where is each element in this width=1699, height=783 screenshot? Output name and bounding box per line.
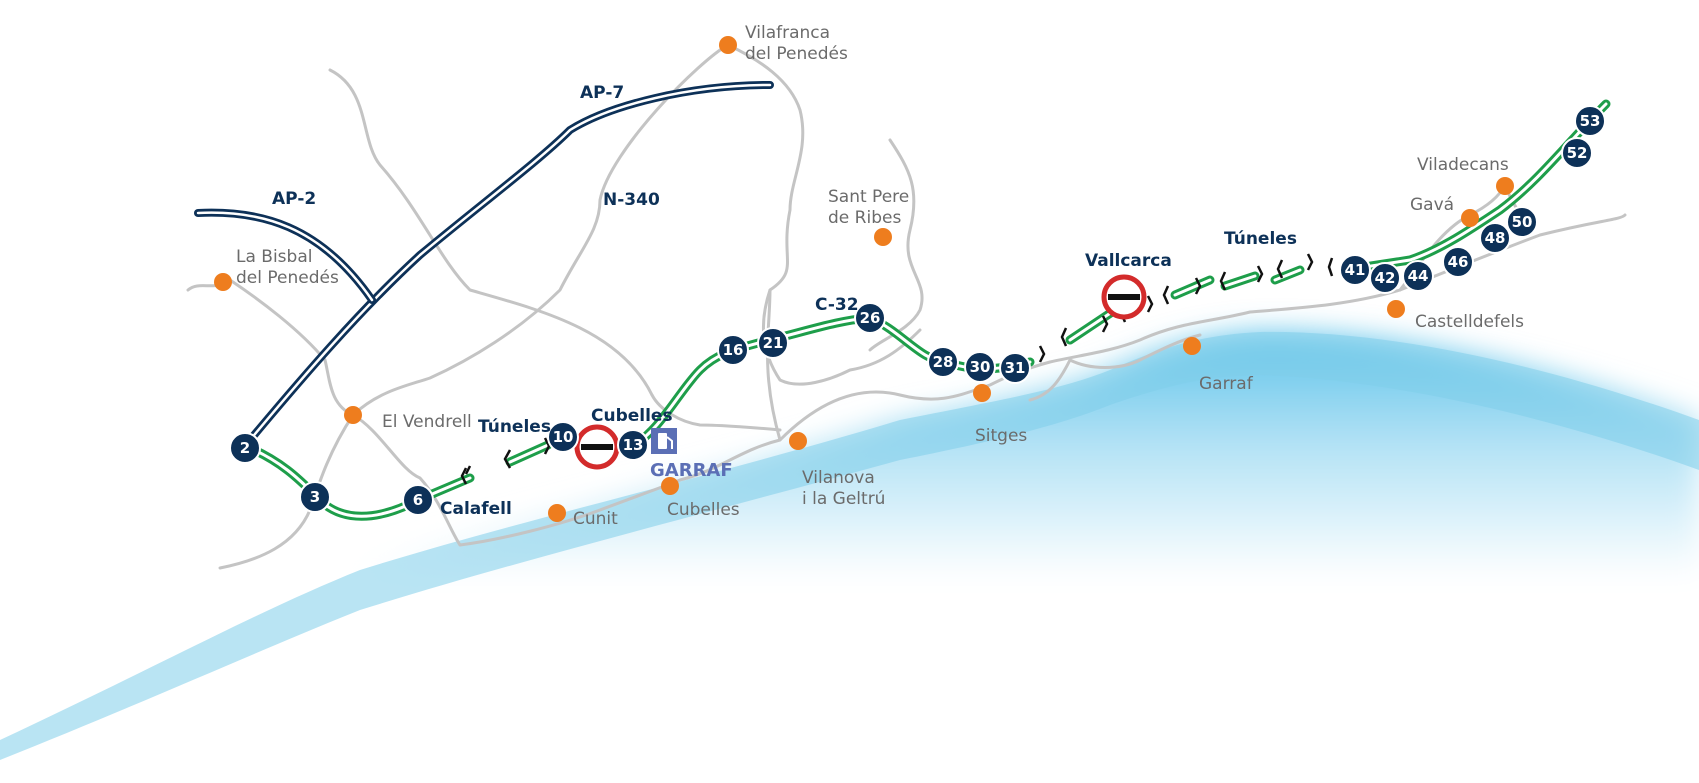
sea-core — [0, 331, 1699, 760]
exit-52-marker: 52 — [1561, 137, 1593, 169]
exit-13-marker: 13 — [617, 429, 649, 461]
exit-42-marker: 42 — [1369, 262, 1401, 294]
cubelles-plaza-label: Cubelles — [591, 406, 673, 426]
exit-number: 52 — [1567, 144, 1588, 162]
calafell-label: Calafell — [440, 499, 512, 519]
town-label-castelldefels: Castelldefels — [1415, 312, 1524, 332]
exit-16-marker: 16 — [717, 334, 749, 366]
exit-30-marker: 30 — [964, 351, 996, 383]
exit-number: 28 — [933, 353, 954, 371]
exit-number: 16 — [723, 341, 744, 359]
exit-21-marker: 21 — [757, 327, 789, 359]
tuneles-east-label: Túneles — [1224, 229, 1297, 249]
n340-label: N-340 — [603, 190, 660, 210]
exit-50-marker: 50 — [1506, 206, 1538, 238]
exit-28-marker: 28 — [927, 346, 959, 378]
town-marker-vilafranca — [719, 36, 737, 54]
town-label-cunit: Cunit — [573, 509, 618, 529]
exit-number: 10 — [553, 428, 574, 446]
exit-number: 31 — [1005, 359, 1026, 377]
exit-2-marker: 2 — [229, 432, 261, 464]
fuel-station-icon — [651, 428, 677, 454]
exit-31-marker: 31 — [999, 352, 1031, 384]
exit-10-marker: 10 — [547, 421, 579, 453]
tunnel-markers — [460, 253, 1334, 485]
service-area-label: GARRAF — [650, 460, 733, 481]
exit-3-marker: 3 — [299, 481, 331, 513]
ap2-motorway — [194, 208, 376, 304]
exit-number: 48 — [1485, 229, 1506, 247]
toll-route — [240, 99, 1611, 521]
c32-label: C-32 — [815, 295, 859, 315]
exit-number: 42 — [1375, 269, 1396, 287]
exit-number: 6 — [413, 491, 423, 509]
exit-41-marker: 41 — [1339, 254, 1371, 286]
exit-number: 30 — [970, 358, 991, 376]
town-marker-sitges — [973, 384, 991, 402]
exit-46-marker: 46 — [1442, 246, 1474, 278]
town-label-cubelles: Cubelles — [667, 500, 740, 520]
town-label-garraf: Garraf — [1199, 374, 1254, 394]
ap7-motorway — [241, 81, 774, 450]
tuneles-west-label: Túneles — [478, 417, 551, 437]
exit-53-marker: 53 — [1574, 105, 1606, 137]
town-label-viladecans: Viladecans — [1417, 155, 1509, 175]
exit-number: 2 — [240, 439, 250, 457]
exit-number: 53 — [1580, 112, 1601, 130]
exit-number: 21 — [763, 334, 784, 352]
exit-number: 26 — [860, 309, 881, 327]
town-marker-el-vendrell — [344, 406, 362, 424]
town-marker-cunit — [548, 504, 566, 522]
ap2-label: AP-2 — [272, 189, 316, 209]
town-marker-viladecans — [1496, 177, 1514, 195]
town-label-sitges: Sitges — [975, 426, 1027, 446]
toll-plaza-vallcarca — [1101, 274, 1147, 320]
exit-48-marker: 48 — [1479, 222, 1511, 254]
town-label-el-vendrell: El Vendrell — [382, 412, 472, 432]
exit-markers: 2 3 6 10 13 16 21 26 28 30 31 41 42 44 46 48 50 52 53 — [229, 105, 1606, 516]
exit-6-marker: 6 — [402, 484, 434, 516]
exit-number: 46 — [1448, 253, 1469, 271]
exit-44-marker: 44 — [1402, 260, 1434, 292]
exit-number: 3 — [310, 488, 320, 506]
town-label-gava: Gavá — [1410, 195, 1454, 215]
ap7-label: AP-7 — [580, 83, 624, 103]
exit-number: 13 — [623, 436, 644, 454]
town-marker-garraf — [1183, 337, 1201, 355]
town-marker-cubelles — [661, 477, 679, 495]
town-marker-vilanova — [789, 432, 807, 450]
toll-plaza-cubelles — [574, 424, 620, 470]
exit-26-marker: 26 — [854, 302, 886, 334]
town-markers — [214, 36, 1514, 522]
exit-number: 50 — [1512, 213, 1533, 231]
town-marker-gava — [1461, 209, 1479, 227]
exit-number: 44 — [1408, 267, 1429, 285]
vallcarca-plaza-label: Vallcarca — [1085, 251, 1172, 271]
sea — [0, 331, 1699, 783]
town-marker-sant-pere — [874, 228, 892, 246]
town-marker-castelldefels — [1387, 300, 1405, 318]
exit-number: 41 — [1345, 261, 1366, 279]
town-marker-la-bisbal — [214, 273, 232, 291]
